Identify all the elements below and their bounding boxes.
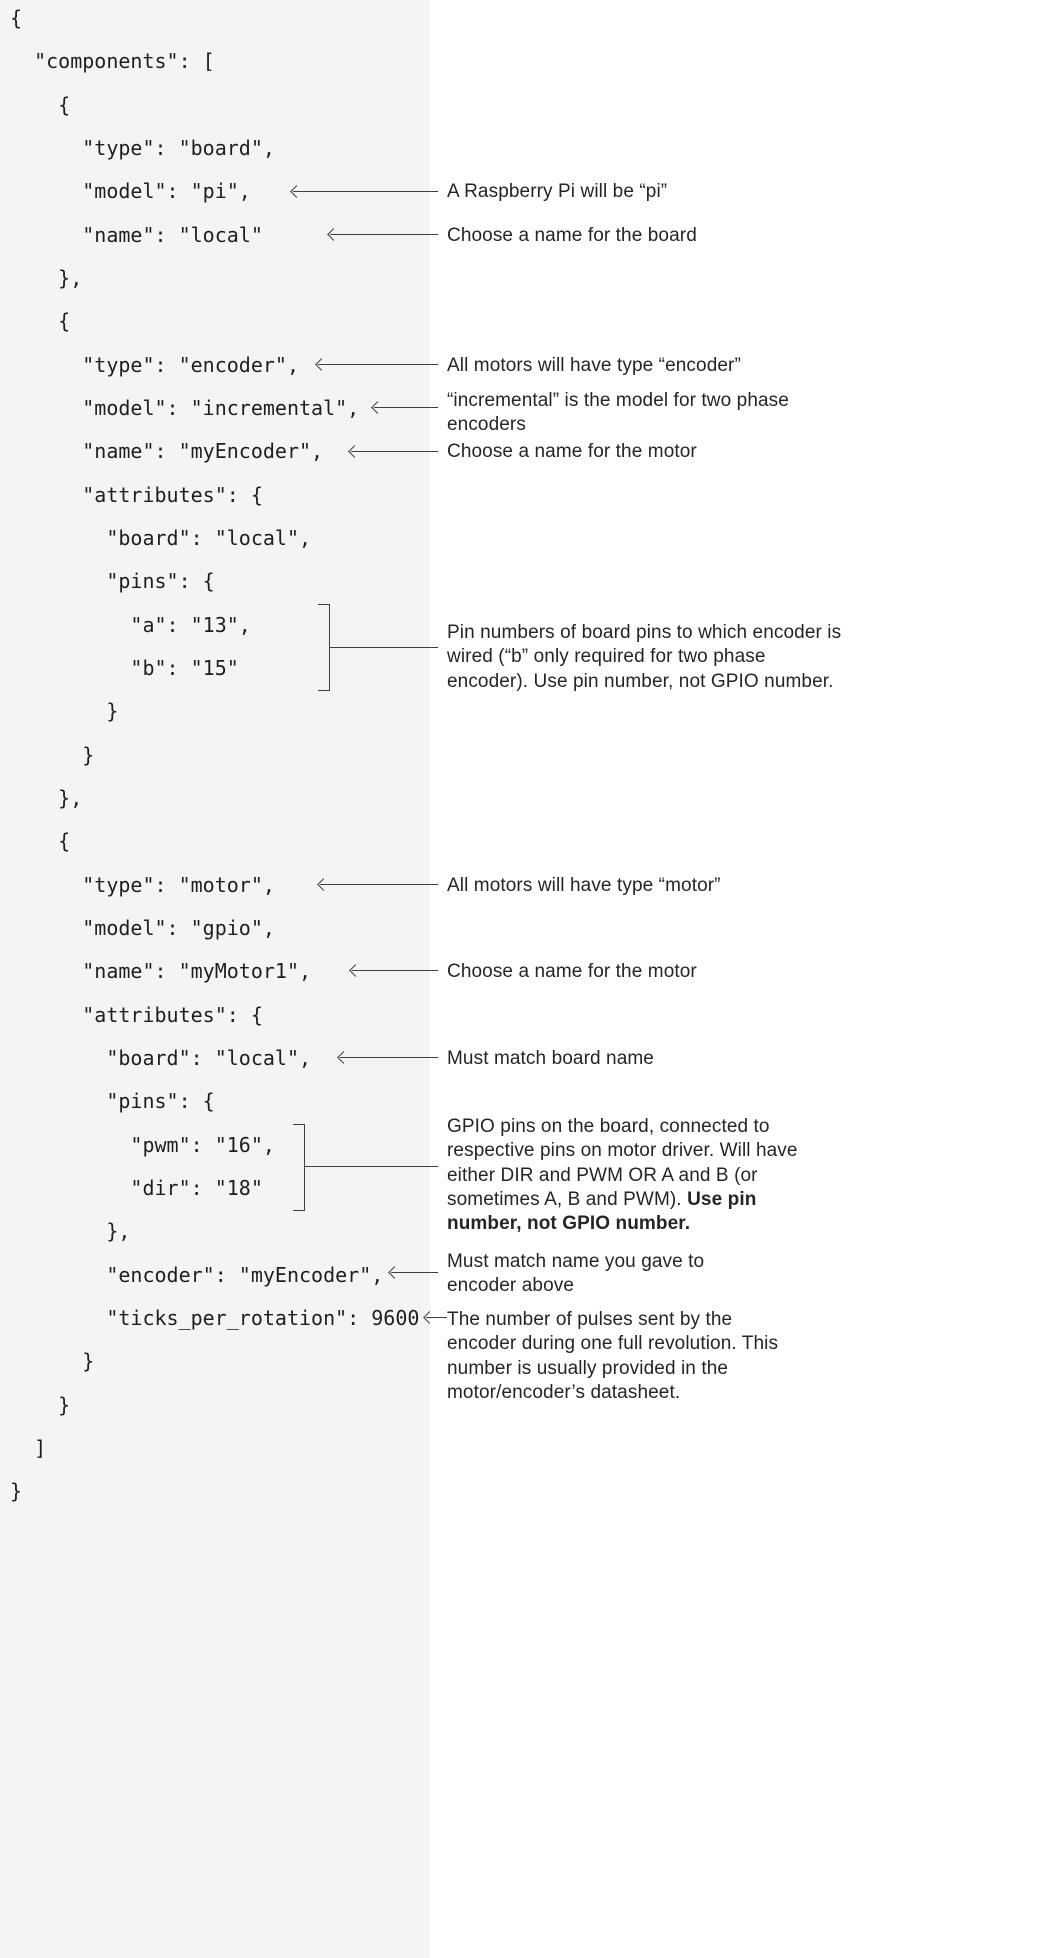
code-line: "ticks_per_rotation": 9600: [10, 1305, 420, 1330]
code-line: "components": [: [10, 49, 215, 74]
annotation-note: Choose a name for the board: [447, 225, 697, 246]
annotation-note: All motors will have type “motor”: [447, 875, 721, 896]
code-line: }: [10, 699, 119, 724]
code-line: "model": "incremental",: [10, 395, 360, 420]
left-arrow-icon: [352, 970, 438, 971]
code-line: ]: [10, 1435, 47, 1460]
left-arrow-icon: [330, 234, 438, 235]
left-arrow-icon: [391, 1272, 438, 1273]
left-arrow-icon: [320, 884, 438, 885]
annotation-note: Choose a name for the motor: [447, 961, 697, 982]
annotation-note: All motors will have type “encoder”: [447, 355, 741, 376]
code-line: "b": "15": [10, 655, 239, 680]
annotation-note: Must match name you gave to encoder abov…: [447, 1251, 705, 1297]
code-line: "model": "pi",: [10, 179, 251, 204]
code-line: "pins": {: [10, 1089, 215, 1114]
code-line: {: [10, 6, 23, 30]
left-arrow-icon: [351, 451, 438, 452]
json-code-block: { "components": [ { "type": "board", "mo…: [10, 0, 419, 1513]
annotation-note: A Raspberry Pi will be “pi”: [447, 181, 668, 202]
code-line: "name": "myMotor1",: [10, 959, 312, 984]
code-line: {: [10, 309, 71, 334]
left-arrow-icon: [293, 191, 438, 192]
code-line: "board": "local",: [10, 525, 312, 550]
bracket-connector-line: [330, 647, 438, 648]
annotation-note: Choose a name for the motor: [447, 441, 697, 462]
code-line: {: [10, 92, 71, 117]
left-arrow-icon: [426, 1317, 447, 1318]
code-line: },: [10, 1219, 131, 1244]
code-line: }: [10, 1392, 71, 1417]
left-arrow-icon: [374, 407, 438, 408]
code-line: "attributes": {: [10, 1002, 263, 1027]
annotation-note: Pin numbers of board pins to which encod…: [447, 622, 842, 692]
annotation-note: GPIO pins on the board, connected to res…: [447, 1115, 819, 1236]
code-line: "dir": "18": [10, 1175, 263, 1200]
code-line: "model": "gpio",: [10, 915, 275, 940]
code-line: }: [10, 1349, 95, 1374]
code-line: "name": "myEncoder",: [10, 439, 324, 464]
code-line: },: [10, 785, 83, 810]
code-line: "type": "motor",: [10, 872, 275, 897]
code-line: "type": "board",: [10, 135, 275, 160]
bracket-connector-line: [305, 1166, 438, 1167]
code-line: "pins": {: [10, 569, 215, 594]
annotation-note: The number of pulses sent by the encoder…: [447, 1309, 779, 1403]
annotation-note: “incremental” is the model for two phase…: [447, 390, 789, 436]
code-line: "pwm": "16",: [10, 1132, 275, 1157]
pins-group-bracket: [293, 1124, 305, 1211]
code-line: },: [10, 265, 83, 290]
annotation-note-bold-text: Use pin number, not GPIO number.: [447, 1188, 757, 1235]
annotation-note: Must match board name: [447, 1048, 654, 1069]
code-line: "a": "13",: [10, 612, 251, 637]
code-line: "attributes": {: [10, 482, 263, 507]
code-line: "board": "local",: [10, 1045, 312, 1070]
code-line: }: [10, 742, 95, 767]
code-line: {: [10, 829, 71, 854]
left-arrow-icon: [340, 1057, 438, 1058]
pins-group-bracket: [318, 604, 330, 691]
code-line: "name": "local": [10, 222, 263, 247]
json-code-panel: { "components": [ { "type": "board", "mo…: [0, 0, 430, 1958]
code-line: }: [10, 1479, 23, 1504]
code-line: "encoder": "myEncoder",: [10, 1262, 384, 1287]
code-line: "type": "encoder",: [10, 352, 299, 377]
annotation-note-text: GPIO pins on the board, connected to res…: [447, 1116, 798, 1210]
left-arrow-icon: [318, 364, 438, 365]
